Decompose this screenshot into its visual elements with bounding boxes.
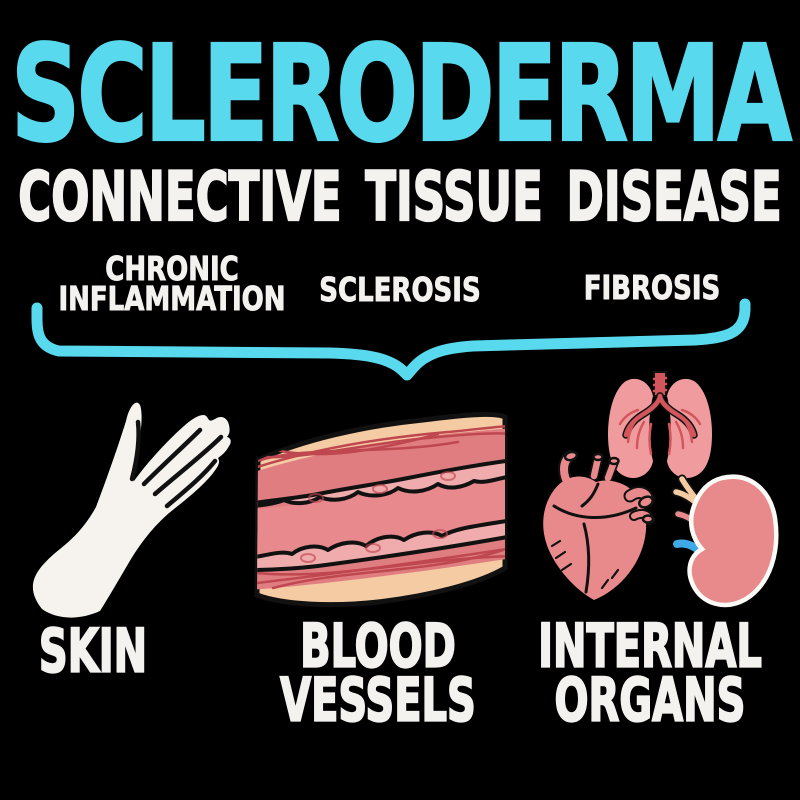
label-internal-line1: INTERNAL xyxy=(537,612,762,682)
label-sclerosis: SCLEROSIS xyxy=(319,272,481,310)
brace-bracket xyxy=(31,298,751,381)
thumb-crease xyxy=(129,419,141,482)
brace-path xyxy=(31,298,751,381)
hand-skin-illustration xyxy=(32,402,231,618)
kidney-illustration xyxy=(671,474,779,608)
label-chronic-line1: CHRONIC xyxy=(105,251,239,289)
bronchus-left xyxy=(623,393,663,438)
finger-crease-1 xyxy=(141,427,203,487)
label-fibrosis: FIBROSIS xyxy=(583,270,721,308)
label-blood-vessels: BLOOD VESSELS xyxy=(272,612,484,736)
hand-silhouette xyxy=(32,402,231,618)
label-internal-line2: ORGANS xyxy=(554,666,746,736)
kidney-body xyxy=(687,474,779,608)
lungs-illustration xyxy=(608,371,712,479)
label-skin-line1: SKIN xyxy=(38,617,148,687)
page-title: SCLERODERMA xyxy=(10,16,793,172)
internal-organs-illustration xyxy=(543,371,779,608)
label-blood-line2: VESSELS xyxy=(279,666,476,736)
aorta-opening xyxy=(563,450,579,462)
vessel-inner-layers xyxy=(257,424,505,590)
finger-crease-3 xyxy=(164,458,218,509)
subtitle: CONNECTIVE TISSUE DISEASE xyxy=(18,157,783,237)
heart-illustration xyxy=(543,450,655,600)
label-skin: SKIN xyxy=(0,617,186,687)
heart-body xyxy=(543,476,647,600)
label-chronic-line2: INFLAMMATION xyxy=(58,281,286,319)
label-chronic-inflammation: CHRONIC INFLAMMATION xyxy=(52,251,292,319)
pulmonary-opening xyxy=(638,495,654,509)
bronchus-right xyxy=(657,393,697,438)
label-blood-line1: BLOOD xyxy=(299,612,456,682)
vessel-lumen xyxy=(257,474,505,558)
blood-vessel-illustration xyxy=(254,411,508,608)
label-internal-organs: INTERNAL ORGANS xyxy=(534,612,766,736)
finger-crease-2 xyxy=(152,434,224,497)
